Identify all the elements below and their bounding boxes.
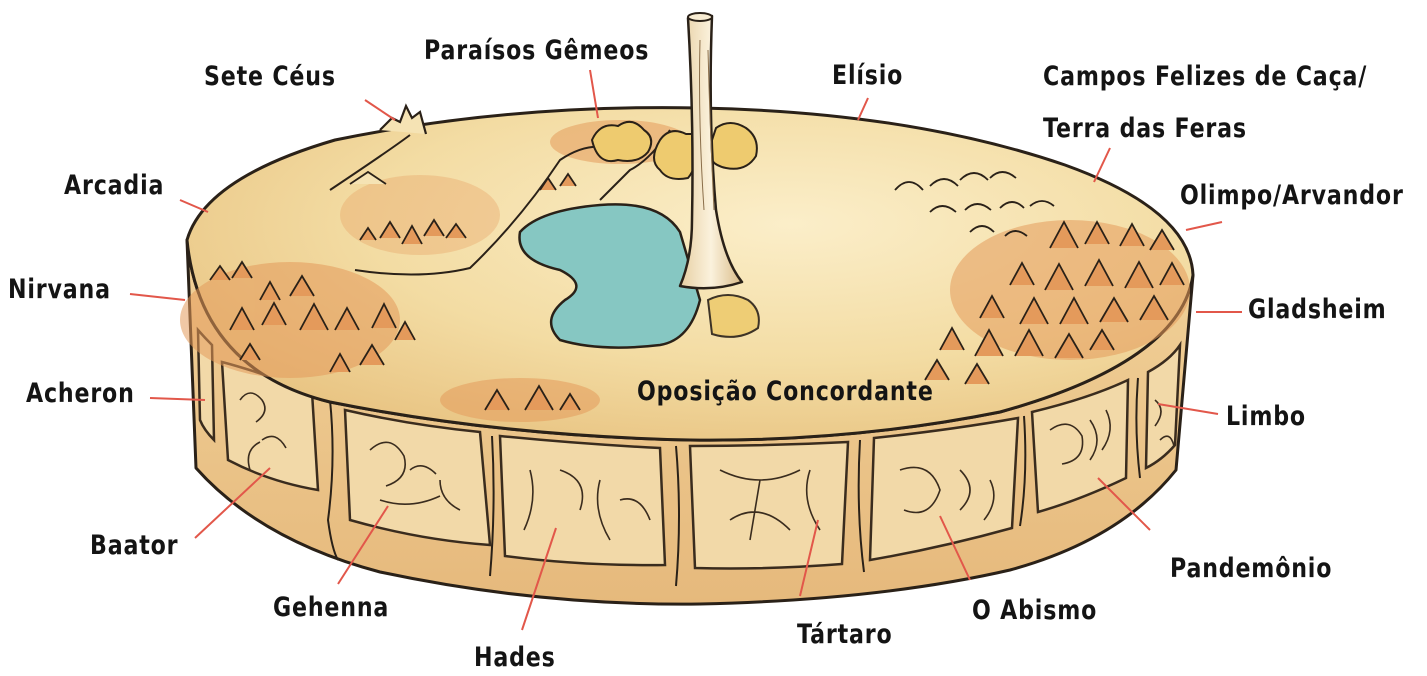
label-elisio: Elísio <box>832 62 903 89</box>
label-baator: Baator <box>90 532 178 559</box>
label-tartaro: Tártaro <box>797 621 893 648</box>
label-campos-felizes: Campos Felizes de Caça/ <box>1043 63 1367 90</box>
label-hades: Hades <box>474 644 556 671</box>
label-gehenna: Gehenna <box>273 594 389 621</box>
label-acheron: Acheron <box>26 380 135 407</box>
label-gladsheim: Gladsheim <box>1248 296 1387 323</box>
label-arcadia: Arcadia <box>64 172 164 199</box>
label-olimpo-arvandor: Olimpo/Arvandor <box>1180 182 1404 209</box>
label-pandemonio: Pandemônio <box>1170 555 1332 582</box>
label-nirvana: Nirvana <box>8 276 111 303</box>
leader-nirvana <box>130 294 185 300</box>
leader-arcadia <box>180 200 208 212</box>
label-terra-das-feras: Terra das Feras <box>1043 115 1247 142</box>
leader-sete-ceus <box>365 100 395 120</box>
label-limbo: Limbo <box>1226 403 1306 430</box>
leader-campos-felizes <box>1094 148 1110 182</box>
seven-heavens-peak <box>380 106 426 134</box>
label-sete-ceus: Sete Céus <box>204 63 336 90</box>
leader-olimpo <box>1186 222 1222 230</box>
label-o-abismo: O Abismo <box>972 597 1097 624</box>
label-paraisos-gemeos: Paraísos Gêmeos <box>424 37 649 64</box>
label-oposicao-concordante: Oposição Concordante <box>637 378 934 405</box>
leader-elisio <box>858 98 868 120</box>
